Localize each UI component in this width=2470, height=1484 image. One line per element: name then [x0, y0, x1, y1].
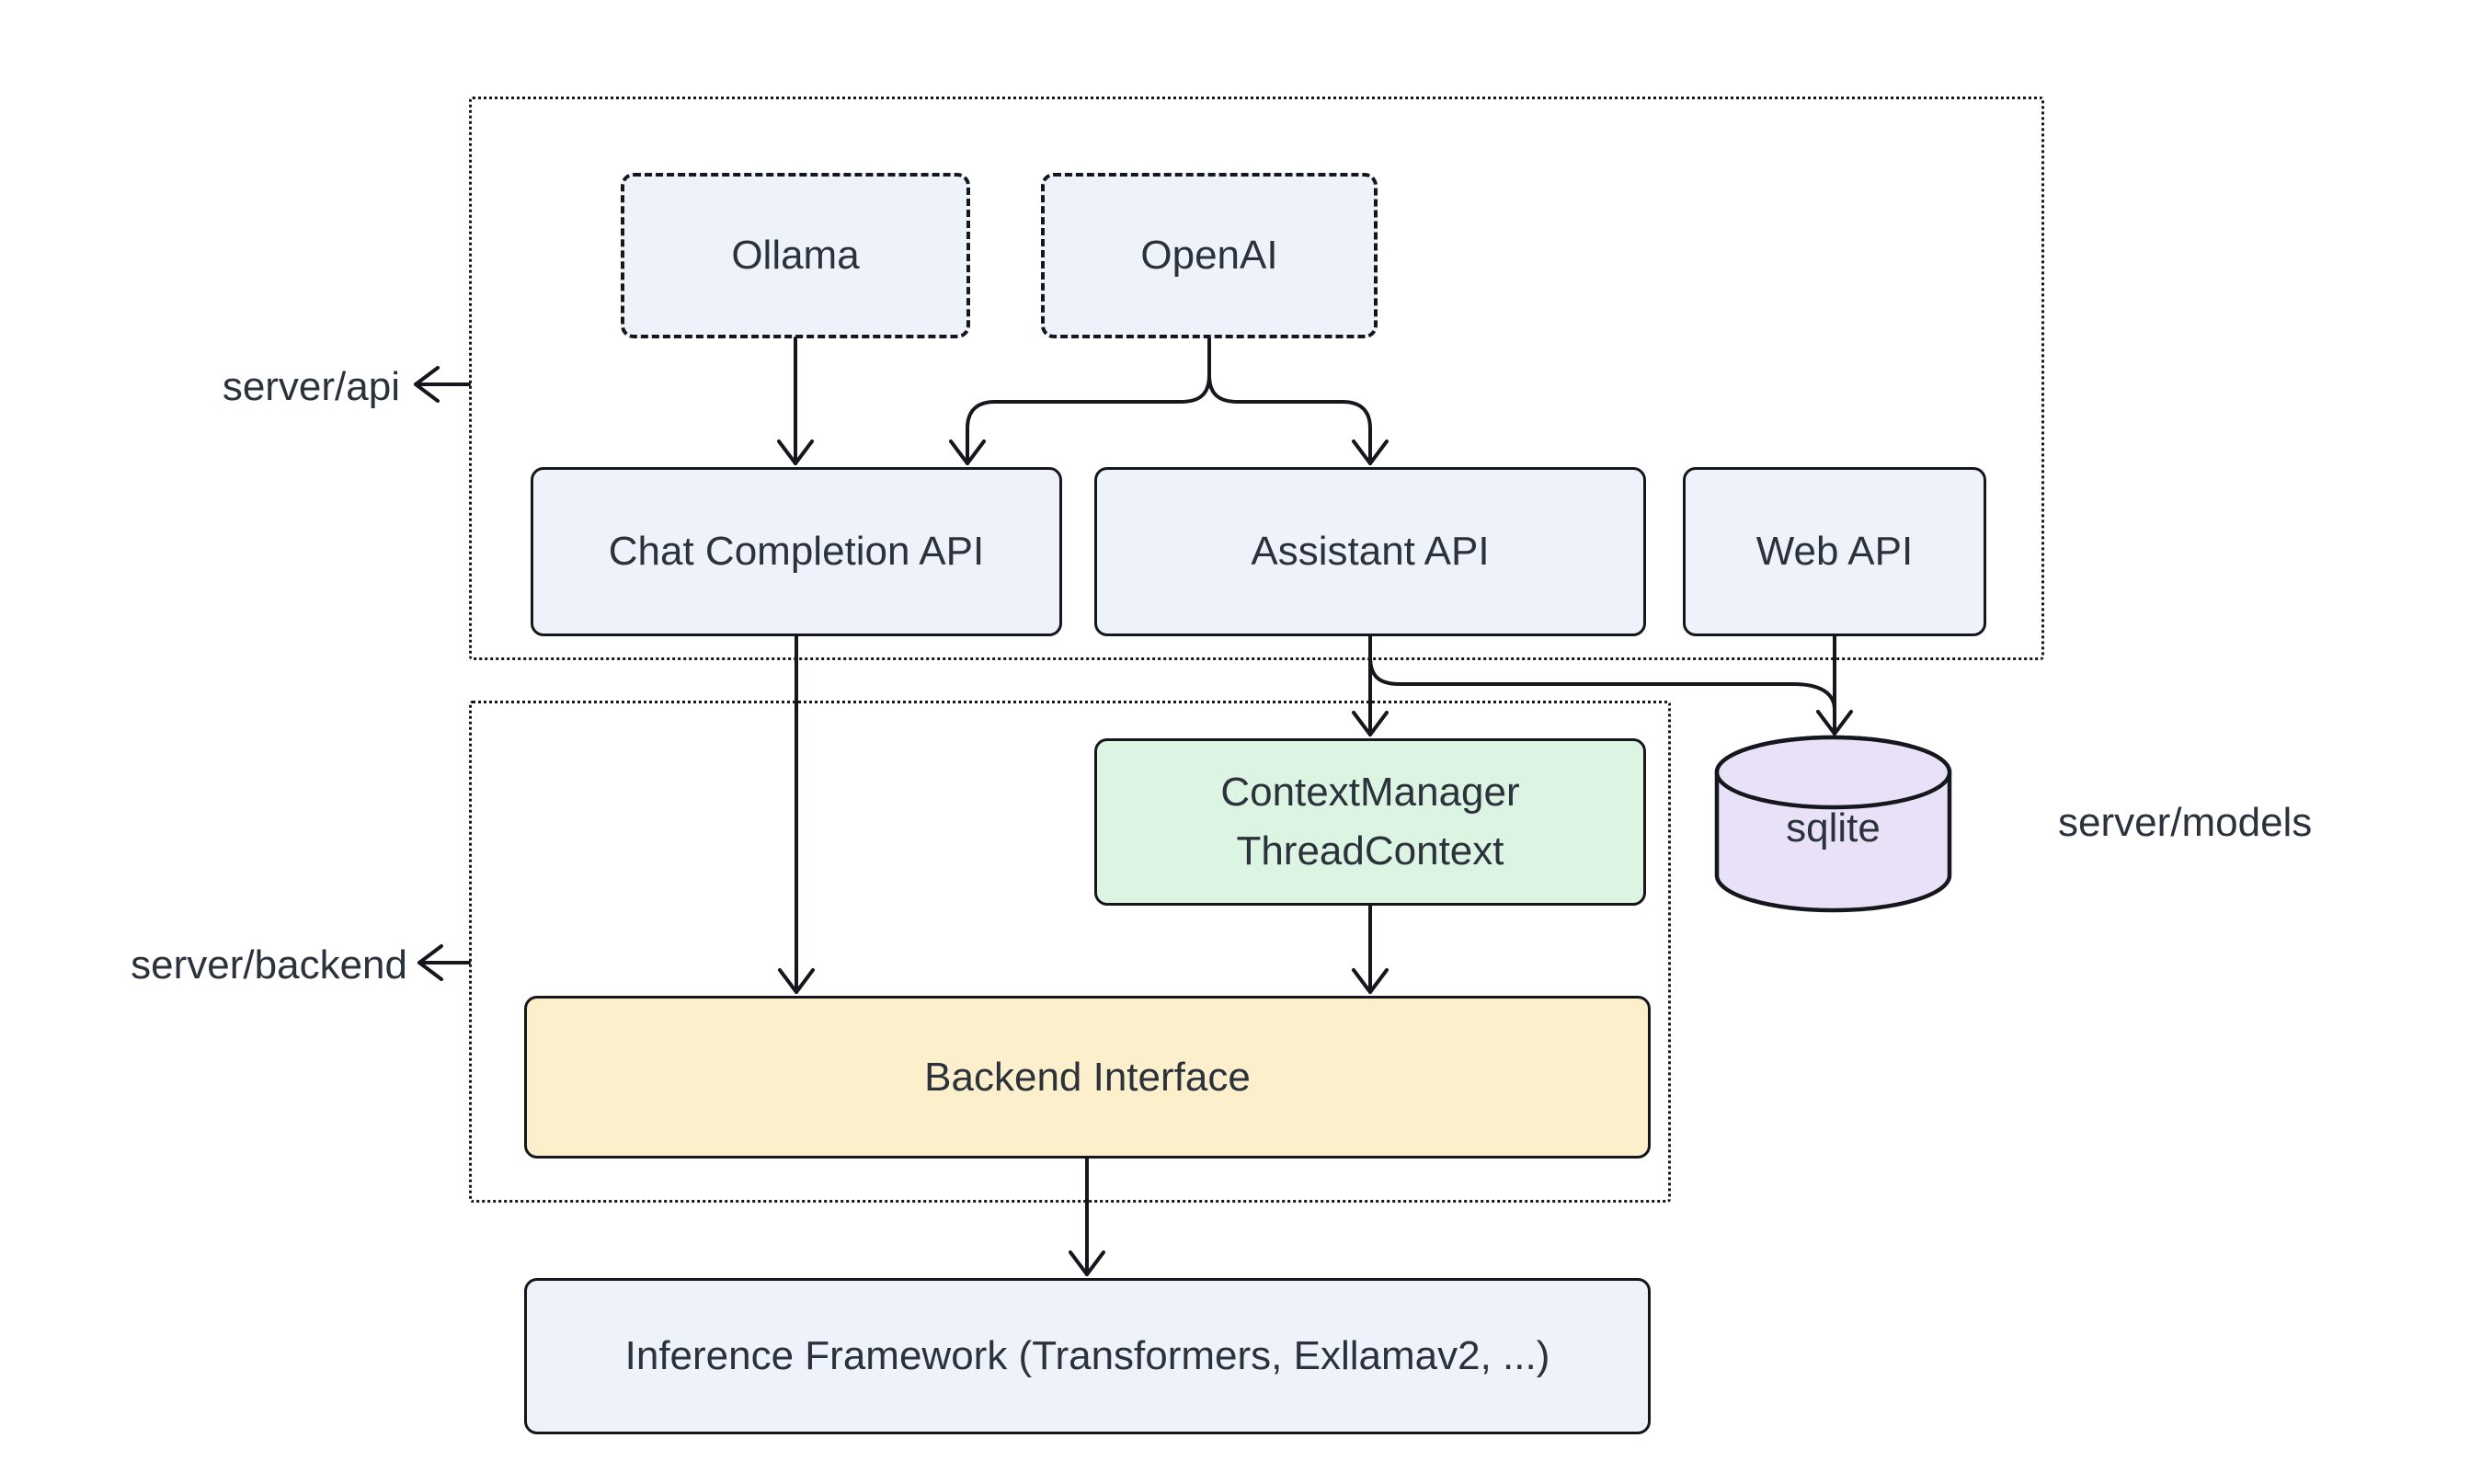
node-backend-interface: Backend Interface [524, 996, 1651, 1159]
node-context-manager: ContextManager ThreadContext [1094, 738, 1646, 906]
node-ollama: Ollama [621, 173, 970, 338]
node-chat-completion-api-label: Chat Completion API [608, 529, 985, 575]
arrowhead-server-backend-label-pointer [417, 944, 443, 981]
node-web-api: Web API [1683, 467, 1986, 636]
node-ollama-label: Ollama [731, 233, 860, 279]
side-label-server-models: server/models [2058, 800, 2313, 845]
node-assistant-api: Assistant API [1094, 467, 1646, 636]
node-assistant-api-label: Assistant API [1251, 529, 1490, 575]
container-server-api [469, 97, 2044, 660]
node-chat-completion-api: Chat Completion API [531, 467, 1062, 636]
node-sqlite-cylinder-top [1714, 735, 1952, 810]
arrowhead-web-api-to-sqlite [1816, 710, 1853, 736]
node-sqlite-label: sqlite [1786, 805, 1881, 850]
node-context-manager-label: ContextManager ThreadContext [1220, 770, 1520, 873]
container-server-backend [469, 701, 1671, 1203]
node-openai: OpenAI [1041, 173, 1378, 338]
node-inference-framework-label: Inference Framework (Transformers, Exlla… [624, 1333, 1550, 1379]
node-openai-label: OpenAI [1140, 233, 1278, 279]
arrowhead-backend-interface-to-inference-framework [1069, 1250, 1105, 1276]
node-web-api-label: Web API [1755, 529, 1914, 575]
container-label-server-api: server/api [222, 364, 400, 409]
node-backend-interface-label: Backend Interface [924, 1054, 1251, 1100]
arrowhead-server-api-label-pointer [414, 366, 440, 403]
container-label-server-backend: server/backend [131, 942, 407, 987]
node-inference-framework: Inference Framework (Transformers, Exlla… [524, 1278, 1651, 1434]
